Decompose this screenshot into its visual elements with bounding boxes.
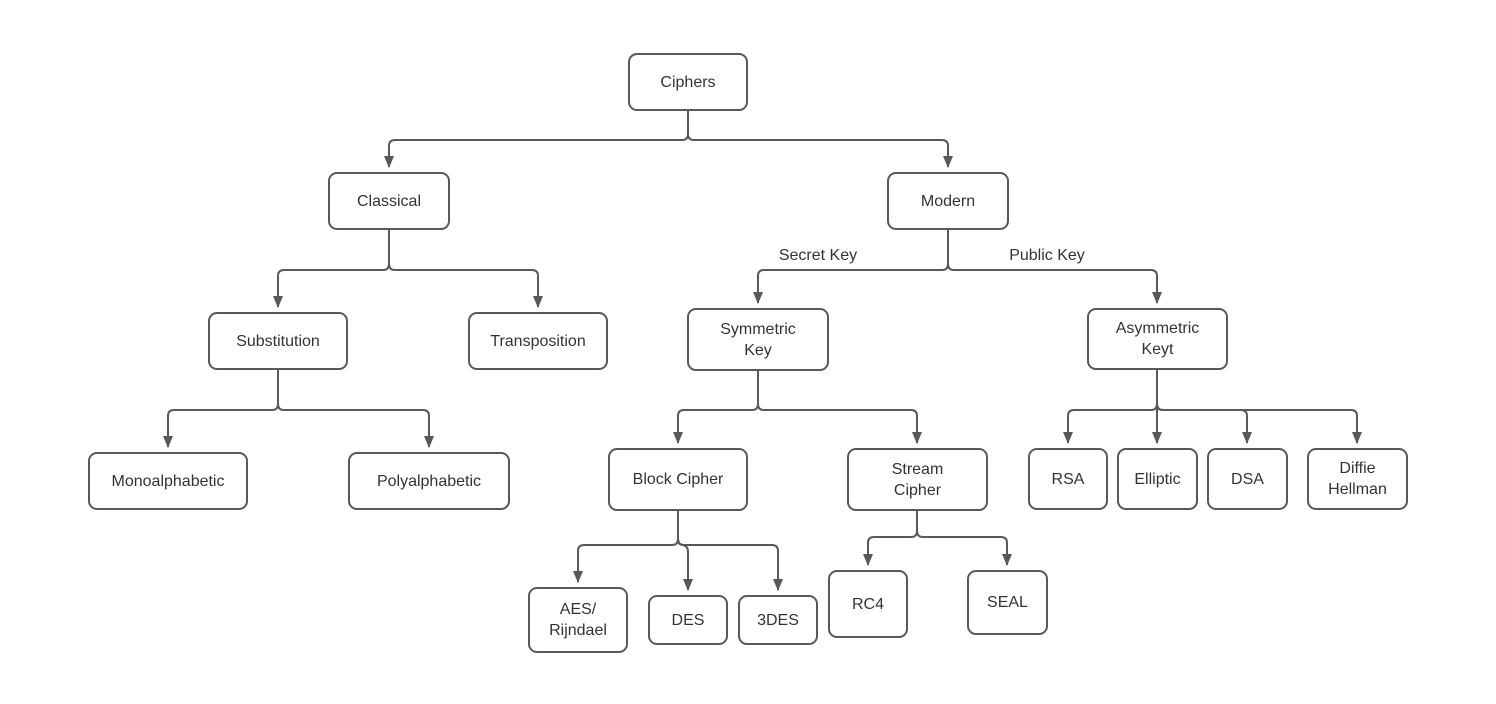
node-modern: Modern (887, 172, 1009, 230)
connector-block-3des (677, 511, 783, 591)
node-monoalphabetic: Monoalphabetic (88, 452, 248, 510)
connector-symmetric-stream (757, 371, 922, 444)
connector-ciphers-modern (687, 111, 953, 168)
connector-asymmetric-rsa (1063, 370, 1158, 444)
connector-stream-seal (916, 511, 1012, 566)
connector-ciphers-classical (384, 111, 689, 168)
connector-asymmetric-diffie (1156, 370, 1362, 444)
node-substitution: Substitution (208, 312, 348, 370)
connector-block-aes (573, 511, 679, 583)
connector-stream-rc4 (863, 511, 918, 566)
node-seal: SEAL (967, 570, 1048, 635)
node-stream-cipher: Stream Cipher (847, 448, 988, 511)
connector-modern-symmetric (753, 230, 949, 304)
connector-asymmetric-dsa (1156, 370, 1252, 444)
node-dsa: DSA (1207, 448, 1288, 510)
node-polyalphabetic: Polyalphabetic (348, 452, 510, 510)
connector-modern-asymmetric (947, 230, 1162, 304)
node-des: DES (648, 595, 728, 645)
connector-classical-transposition (388, 230, 543, 308)
node-symmetric-key: Symmetric Key (687, 308, 829, 371)
connector-symmetric-block (673, 371, 759, 444)
edge-label-secret-key: Secret Key (768, 246, 868, 265)
node-diffie-hellman: Diffie Hellman (1307, 448, 1408, 510)
node-ciphers: Ciphers (628, 53, 748, 111)
node-asymmetric-key: Asymmetric Keyt (1087, 308, 1228, 370)
node-classical: Classical (328, 172, 450, 230)
connector-substitution-monoalphabetic (163, 370, 279, 448)
edge-label-public-key: Public Key (997, 246, 1097, 265)
node-transposition: Transposition (468, 312, 608, 370)
node-rsa: RSA (1028, 448, 1108, 510)
connector-classical-substitution (273, 230, 390, 308)
node-elliptic: Elliptic (1117, 448, 1198, 510)
node-3des: 3DES (738, 595, 818, 645)
connector-substitution-polyalphabetic (277, 370, 434, 448)
connector-block-des (677, 511, 693, 591)
node-rc4: RC4 (828, 570, 908, 638)
node-block-cipher: Block Cipher (608, 448, 748, 511)
node-aes-rijndael: AES/ Rijndael (528, 587, 628, 653)
